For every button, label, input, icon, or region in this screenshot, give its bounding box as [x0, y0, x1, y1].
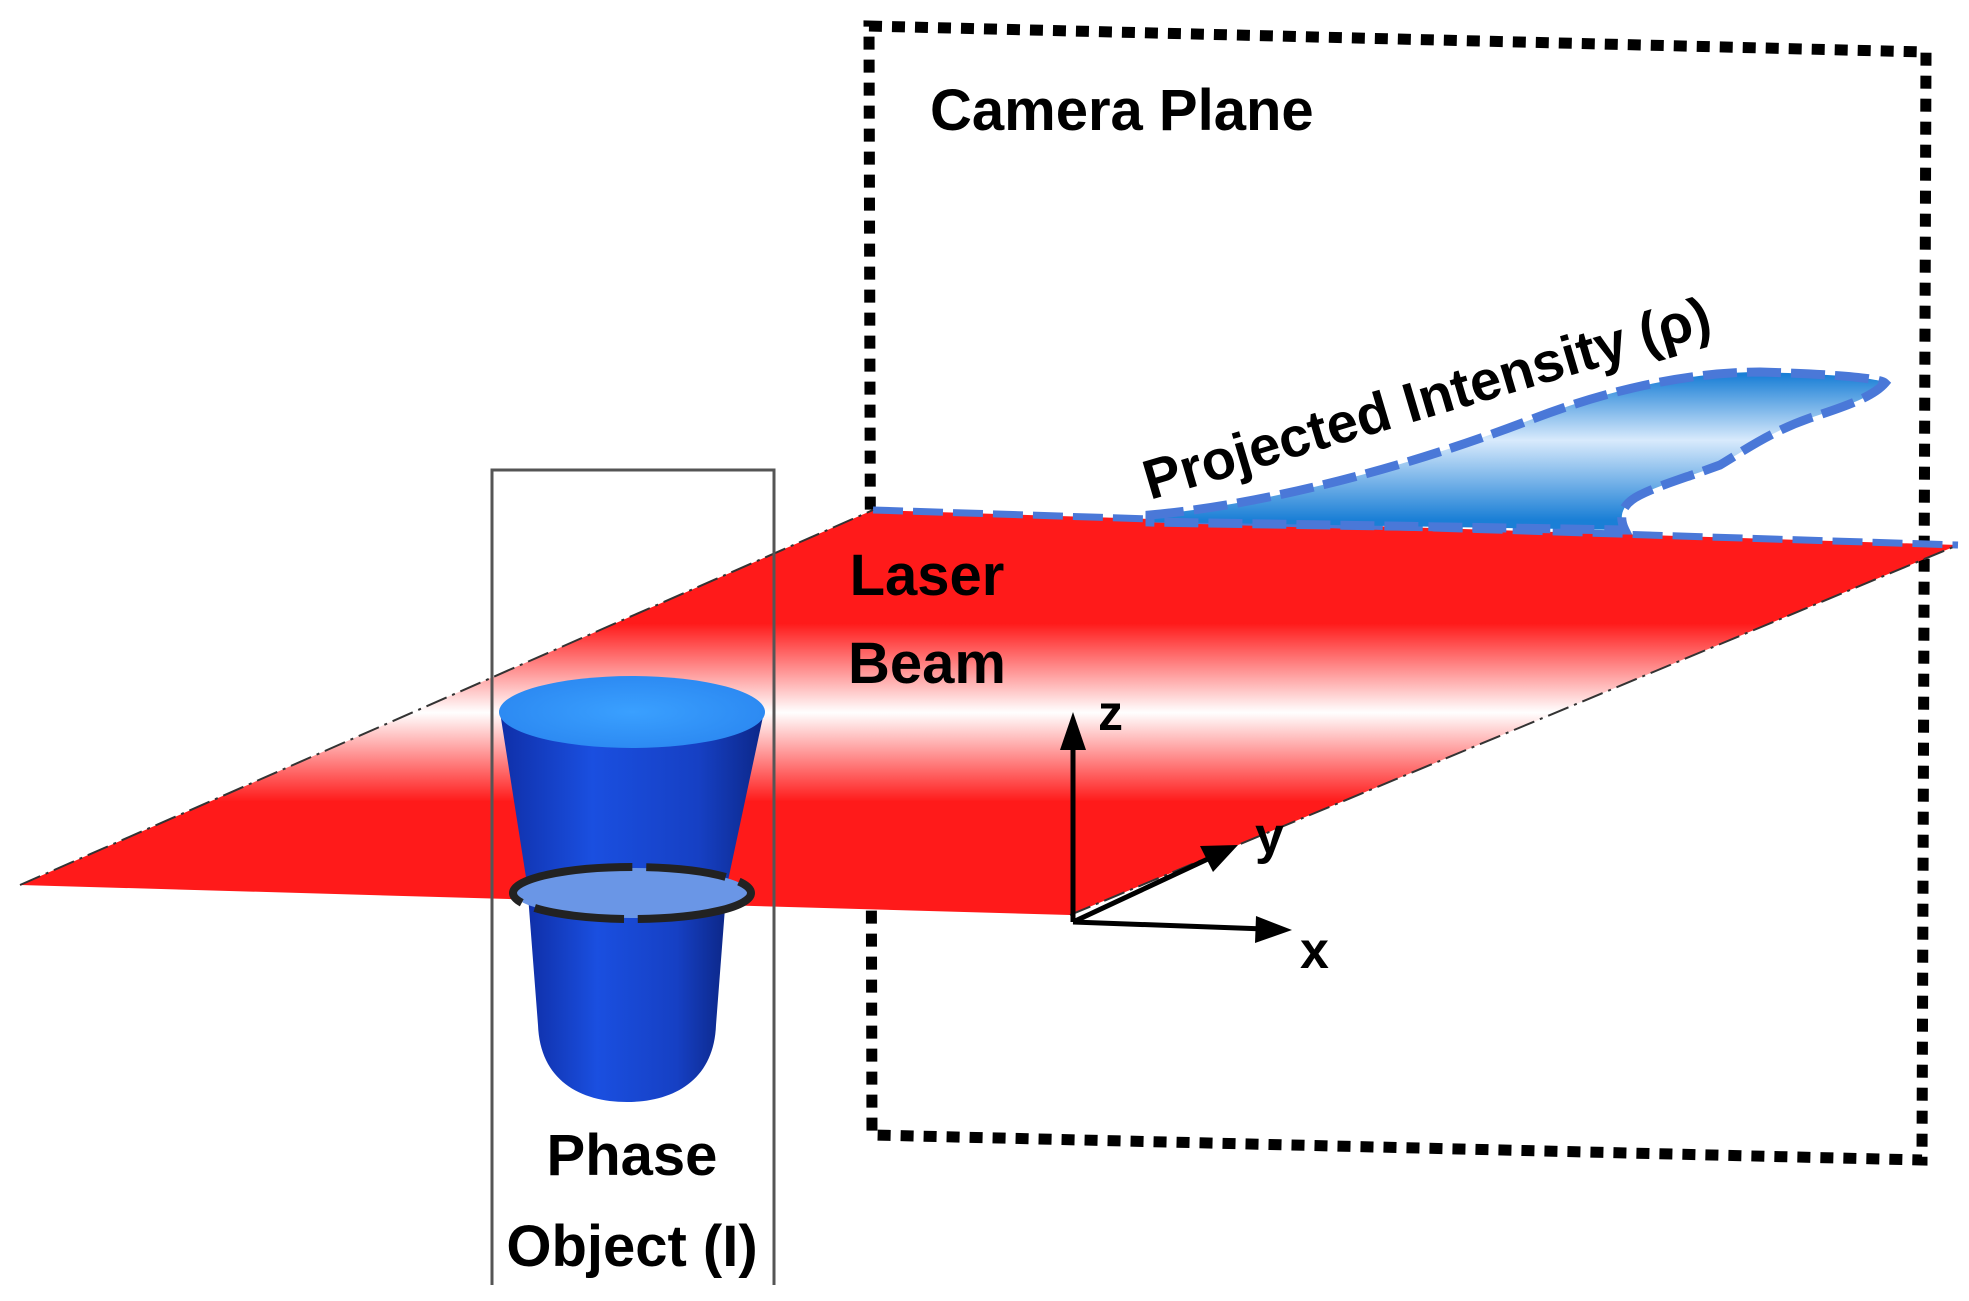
axis-x-label: x [1300, 922, 1329, 980]
laser-sheet-edge-left [19, 509, 874, 886]
projected-intensity-shape [1145, 367, 1892, 535]
axis-y-line [1071, 855, 1212, 925]
axes [1060, 712, 1292, 943]
phase-object-label-line1: Phase [547, 1123, 718, 1188]
axis-y-label: y [1255, 807, 1284, 865]
axis-x-arrowhead [1255, 916, 1292, 943]
axis-y-arrowhead [1200, 845, 1238, 872]
axis-z-arrowhead [1060, 712, 1086, 750]
cylinder-lower-body [528, 895, 726, 1102]
phase-object-box [490, 468, 776, 1285]
phase-object-label-line2: Object (I) [506, 1214, 757, 1279]
laser-beam-sheet [20, 510, 1958, 915]
laser-beam-label-line1: Laser [850, 543, 1005, 608]
cylinder-upper-body [500, 712, 764, 890]
laser-beam-label-line2: Beam [848, 631, 1006, 696]
axis-z-label: z [1098, 685, 1123, 741]
phase-slice-disk [514, 868, 750, 918]
camera-plane-label: Camera Plane [930, 78, 1314, 143]
camera-plane-frame [863, 20, 1932, 1166]
cylinder-top [499, 676, 765, 748]
axis-x-line [1072, 919, 1266, 932]
phase-slice-ring [509, 863, 755, 923]
